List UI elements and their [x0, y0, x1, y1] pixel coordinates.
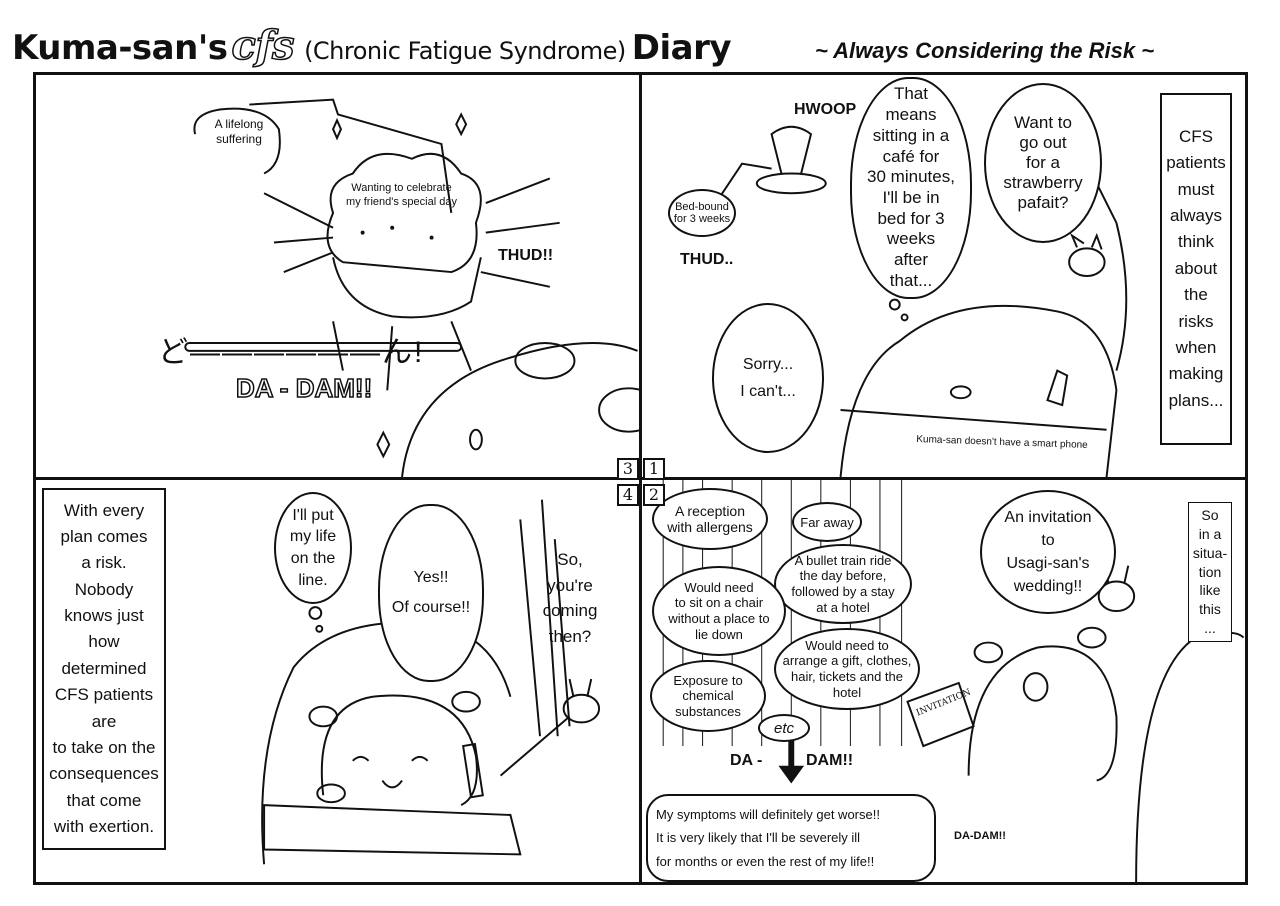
risk-far-away: Far away: [792, 502, 862, 542]
title-paren: (Chronic Fatigue Syndrome): [304, 37, 626, 65]
panel-number-1: 1: [643, 458, 665, 480]
title-suffix: Diary: [631, 28, 732, 68]
panel-1: A lifelong suffering Wanting to celebrat…: [33, 72, 642, 480]
risk-bullet-train: A bullet train ride the day before, foll…: [774, 544, 912, 624]
panel-number-3: 3: [617, 458, 639, 480]
life-on-line-bubble: I'll put my life on the line.: [274, 492, 352, 604]
sfx-dadam: DA - DAM!!: [235, 372, 373, 404]
narration-box-3: With every plan comes a risk. Nobody kno…: [42, 488, 166, 850]
title-prefix: Kuma-san's: [12, 28, 228, 68]
sfx-thud-small: THUD..: [680, 251, 734, 268]
reply-bubble: Sorry... I can't...: [712, 303, 824, 453]
situation-box: So in a situa- tion like this ...: [1188, 502, 1232, 642]
panel-3: With every plan comes a risk. Nobody kno…: [33, 477, 642, 885]
sfx-dadam-left: DA -: [730, 752, 763, 769]
symptoms-bubble: My symptoms will definitely get worse!! …: [646, 794, 936, 882]
sfx-hwoop: HWOOP: [794, 101, 857, 118]
panel-1-art: [184, 98, 639, 477]
bedbound-bubble: Bed-bound for 3 weeks: [668, 189, 736, 237]
invite-bubble: Want to go out for a strawberry pafait?: [984, 83, 1102, 243]
suffering-label: A lifelong suffering: [214, 117, 264, 147]
risk-arrange: Would need to arrange a gift, clothes, h…: [774, 628, 920, 710]
tagline: ~ Always Considering the Risk ~: [815, 38, 1155, 63]
panel-number-2: 2: [643, 484, 665, 506]
sfx-dadam-small: DA-DAM!!: [954, 830, 1006, 842]
title-cfs-logo: cfs: [231, 21, 296, 70]
risk-etc: etc: [758, 714, 810, 742]
sfx-thud: THUD!!: [498, 247, 554, 264]
panel-2: Bed-bound for 3 weeks HWOOP THUD.. That …: [639, 72, 1248, 480]
panel-4: A reception with allergens Far away A bu…: [639, 477, 1248, 885]
coming-bubble: So, you're coming then?: [542, 550, 598, 646]
narration-box: CFS patients must always think about the…: [1160, 93, 1232, 445]
risk-chemicals: Exposure to chemical substances: [650, 660, 766, 732]
thought-bubble: That means sitting in a café for 30 minu…: [850, 77, 972, 299]
yes-bubble: Yes!! Of course!!: [378, 504, 484, 682]
sfx-hand: ど——————ん!: [158, 336, 425, 369]
invitation-bubble: An invitation to Usagi-san's wedding!!: [980, 490, 1116, 614]
sfx-dadam-right: DAM!!: [806, 752, 854, 769]
celebrate-label: Wanting to celebrate my friend's special…: [346, 182, 457, 209]
risk-chair: Would need to sit on a chair without a p…: [652, 566, 786, 656]
panel-number-4: 4: [617, 484, 639, 506]
risk-allergens: A reception with allergens: [652, 488, 768, 550]
